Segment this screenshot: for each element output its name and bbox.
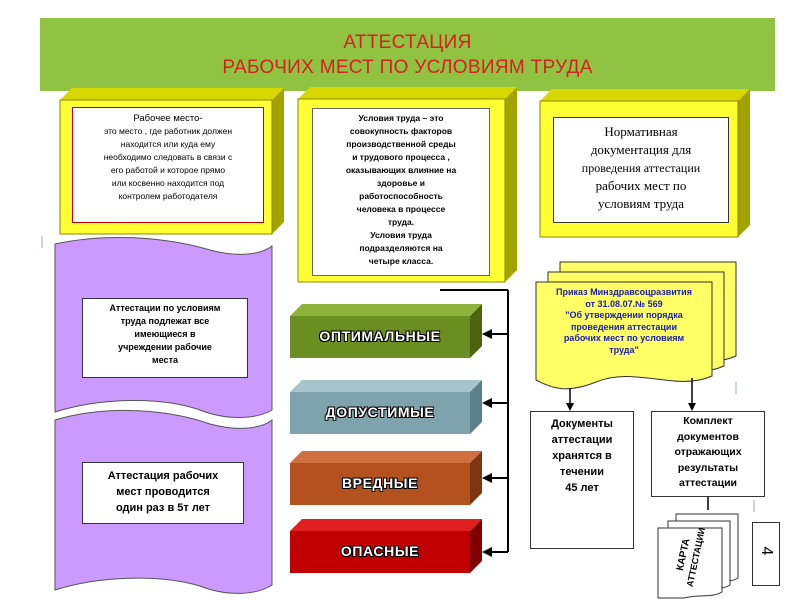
title-line-2: РАБОЧИХ МЕСТ ПО УСЛОВИЯМ ТРУДА bbox=[222, 57, 593, 78]
class-label-permissible: ДОПУСТИМЫЕ bbox=[325, 404, 435, 420]
class-label-optimal: ОПТИМАЛЬНЫЕ bbox=[319, 328, 441, 344]
card-stack bbox=[657, 513, 739, 599]
workplace-line-3: необходимо следовать в связи с bbox=[103, 152, 233, 162]
class-label-harmful: ВРЕДНЫЕ bbox=[341, 475, 419, 491]
conditions-line-10: Условия труда bbox=[370, 230, 432, 240]
normative-line-1: Нормативная bbox=[604, 124, 678, 139]
scope-line-5: места bbox=[152, 355, 178, 365]
order-line-1: Приказ Минздравсоцразвития bbox=[556, 287, 692, 297]
box1-top-face bbox=[60, 88, 284, 100]
order-line-4: проведения аттестации bbox=[570, 321, 677, 332]
workplace-line-2: находится или куда ему bbox=[120, 139, 216, 149]
conditions-line-8: человека в процессе bbox=[356, 204, 446, 214]
conditions-line-6: здоровье и bbox=[377, 178, 425, 188]
class-block-optimal bbox=[290, 304, 482, 358]
retention-line-3: хранятся в bbox=[552, 450, 612, 462]
scope-line-4: учреждении рабочие bbox=[118, 342, 212, 352]
conditions-line-11: подразделяются на bbox=[359, 243, 443, 253]
scope-line-2: труда подлежат все bbox=[120, 316, 210, 326]
box1-side-face bbox=[272, 88, 284, 234]
box3-side-face bbox=[738, 89, 750, 237]
slide-number: 4 bbox=[758, 546, 775, 556]
workplace-definition-box: Рабочее место- это место , где работник … bbox=[72, 107, 264, 223]
conditions-line-1: Условия труда – это bbox=[358, 113, 444, 123]
order-document-stack bbox=[535, 261, 737, 390]
class-label-dangerous: ОПАСНЫЕ bbox=[340, 543, 420, 559]
retention-line-5: 45 лет bbox=[565, 482, 599, 494]
workplace-line-4: его работой и которое прямо bbox=[110, 165, 226, 175]
class-block-permissible bbox=[290, 380, 482, 434]
attestation-scope-box: Аттестации по условиям труда подлежат вс… bbox=[82, 298, 248, 378]
attestation-frequency-box: Аттестация рабочих мест проводится один … bbox=[82, 462, 244, 524]
frequency-line-1: Аттестация рабочих bbox=[107, 470, 219, 482]
kit-line-4: результаты bbox=[677, 461, 739, 474]
order-line-5: рабочих мест по условиям bbox=[563, 333, 685, 343]
box2-side-face bbox=[505, 87, 517, 282]
retention-line-2: аттестации bbox=[551, 434, 613, 446]
conditions-line-7: работоспособность bbox=[359, 191, 443, 201]
conditions-line-4: и трудового процесса , bbox=[352, 152, 450, 162]
normative-line-3: проведения аттестации bbox=[581, 161, 701, 175]
docs-retention-box: Документы аттестации хранятся в течении … bbox=[530, 411, 634, 549]
workplace-heading: Рабочее место- bbox=[133, 113, 203, 124]
conditions-definition-box: Условия труда – это совокупность факторо… bbox=[312, 108, 490, 276]
order-document-text: Приказ Минздравсоцразвития от 31.08.07.№… bbox=[536, 287, 712, 356]
conditions-line-12: четыре класса. bbox=[368, 256, 434, 266]
workplace-line-1: это место , где работник должен bbox=[103, 126, 233, 136]
page-title: АТТЕСТАЦИЯ РАБОЧИХ МЕСТ ПО УСЛОВИЯМ ТРУД… bbox=[40, 30, 775, 80]
kit-line-5: аттестации bbox=[678, 477, 737, 489]
kit-line-1: Комплект bbox=[683, 415, 733, 427]
retention-line-4: течении bbox=[560, 466, 604, 478]
order-line-3: "Об утверждении порядка bbox=[565, 310, 683, 320]
normative-line-5: условиям труда bbox=[597, 196, 685, 211]
class-arrowheads bbox=[482, 329, 492, 557]
normative-line-2: документация для bbox=[590, 142, 692, 157]
frequency-line-3: один раз в 5т лет bbox=[115, 502, 211, 514]
kit-line-3: отражающих bbox=[674, 446, 742, 458]
frequency-line-2: мест проводится bbox=[116, 486, 210, 498]
scope-line-3: имеющиеся в bbox=[134, 329, 196, 339]
normative-docs-box: Нормативная документация для проведения … bbox=[553, 117, 729, 223]
docs-kit-box: Комплект документов отражающих результат… bbox=[651, 411, 765, 497]
doc-arrows bbox=[569, 378, 693, 405]
order-line-2: от 31.08.07.№ 569 bbox=[585, 298, 663, 309]
box2-top-face bbox=[298, 87, 517, 99]
conditions-line-9: труда. bbox=[387, 217, 415, 227]
conditions-line-5: оказывающих влияние на bbox=[345, 165, 457, 175]
class-block-dangerous bbox=[290, 519, 482, 573]
class-block-harmful bbox=[290, 451, 482, 505]
workplace-line-5: или косвенно находится под bbox=[111, 178, 225, 188]
scope-line-1: Аттестации по условиям bbox=[109, 303, 221, 313]
title-band bbox=[40, 18, 775, 91]
box3-top-face bbox=[540, 89, 750, 101]
normative-line-4: рабочих мест по bbox=[595, 178, 687, 193]
kit-line-2: документов bbox=[677, 430, 739, 443]
conditions-line-3: производственной среды bbox=[346, 139, 456, 149]
title-line-1: АТТЕСТАЦИЯ bbox=[343, 32, 472, 53]
retention-line-1: Документы bbox=[551, 418, 613, 430]
slide-number-box: 4 bbox=[752, 522, 780, 586]
order-line-6: труда" bbox=[609, 344, 639, 355]
decorative-lines bbox=[41, 236, 755, 512]
workplace-line-6: контролем работодателя bbox=[118, 191, 218, 201]
conditions-line-2: совокупность факторов bbox=[349, 126, 453, 136]
